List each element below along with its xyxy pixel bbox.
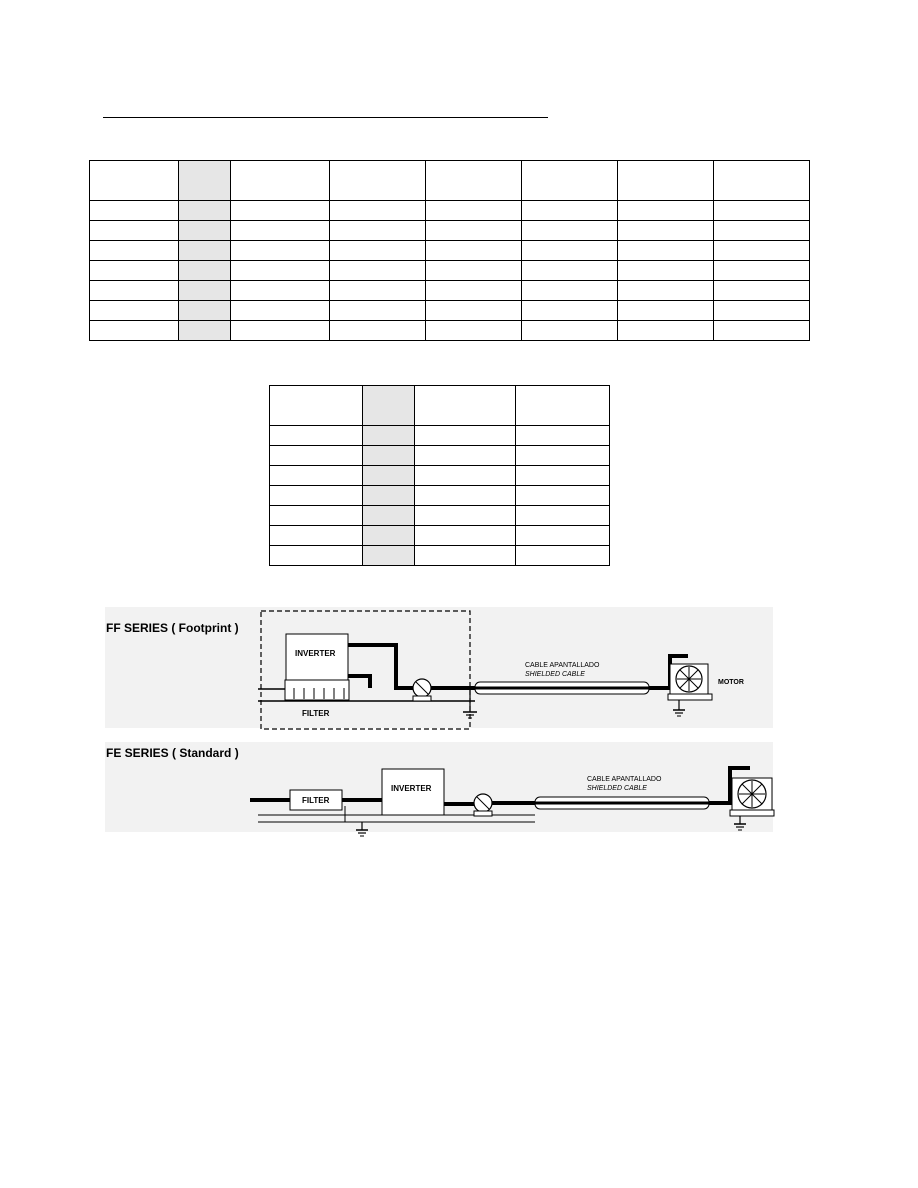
ff-enclosure [260,610,471,730]
ff-series-diagram: FF SERIES ( Footprint ) INVERTER FILTER [106,610,744,730]
header-cell [269,385,363,426]
ff-filter-label: FILTER [302,709,330,718]
table-row [269,425,610,446]
ff-inverter-label: INVERTER [295,649,336,658]
header-cell [178,160,231,201]
table-header-row [89,160,810,201]
main-table [89,160,810,341]
table-row [269,525,610,546]
ff-cable-label-en: SHIELDED CABLE [525,671,585,678]
table-row [269,445,610,466]
title-underline [103,117,548,118]
ff-filter-box [284,679,350,701]
header-cell [329,160,426,201]
fe-series-label: FE SERIES ( Standard ) [106,746,239,760]
table-row [269,465,610,486]
table-header-row [269,385,610,426]
header-cell [515,385,610,426]
ff-inverter-box [285,633,349,681]
table-row [89,280,810,301]
table-row [269,505,610,526]
fe-inverter-box [381,768,445,816]
fe-filter-label: FILTER [302,796,330,805]
fe-cable-label: CABLE APANTALLADO [587,776,662,783]
ff-motor-label: MOTOR [718,679,744,686]
ff-cable-label: CABLE APANTALLADO [525,662,600,669]
header-cell [713,160,810,201]
header-cell [521,160,618,201]
ff-series-label: FF SERIES ( Footprint ) [106,621,239,635]
fe-inverter-label: INVERTER [391,784,432,793]
fe-series-diagram: FE SERIES ( Standard ) FILTER INVERTER [106,746,775,837]
secondary-table [269,385,610,566]
table-row [269,545,610,566]
ff-diagram-bg [105,607,773,728]
table-row [89,320,810,341]
header-cell [414,385,516,426]
fe-cable-label-en: SHIELDED CABLE [587,785,647,792]
